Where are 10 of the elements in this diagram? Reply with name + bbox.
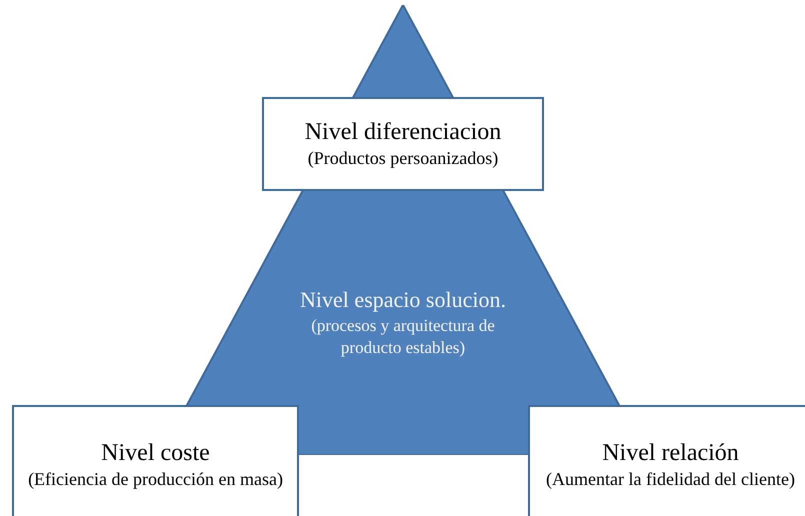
description-text: (Productos persoanizados) (308, 147, 498, 170)
level-box (12, 405, 299, 516)
description-text: (Eficiencia de producción en masa) (28, 468, 283, 491)
heading-text: Nivel relación (602, 439, 739, 468)
description-text: (Aumentar la fidelidad del cliente) (546, 468, 795, 491)
heading-text: Nivel diferenciacion (304, 118, 502, 148)
heading-text: Nivel espacio solucion. (300, 287, 506, 314)
level-box (528, 405, 805, 516)
description-text: (procesos y arquitectura de producto estables) (310, 315, 496, 358)
heading-text: Nivel coste (101, 439, 210, 468)
